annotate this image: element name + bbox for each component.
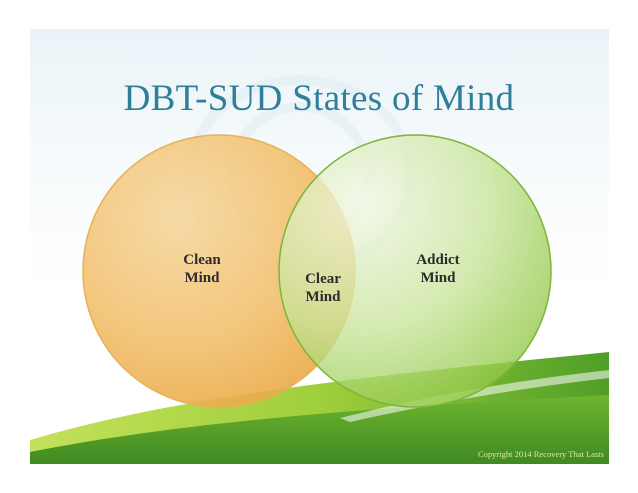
ground-hill-dark [30,395,609,464]
label-addict-mind: Addict Mind [416,252,460,286]
label-clean-mind: Clean Mind [183,252,221,286]
venn-circle-addict-mind [278,134,552,408]
label-clear-mind: Clear Mind [305,271,341,305]
slide-title: DBT-SUD States of Mind [123,78,515,119]
ground-highlight [340,370,609,422]
copyright-text: Copyright 2014 Recovery That Lasts [478,449,604,459]
